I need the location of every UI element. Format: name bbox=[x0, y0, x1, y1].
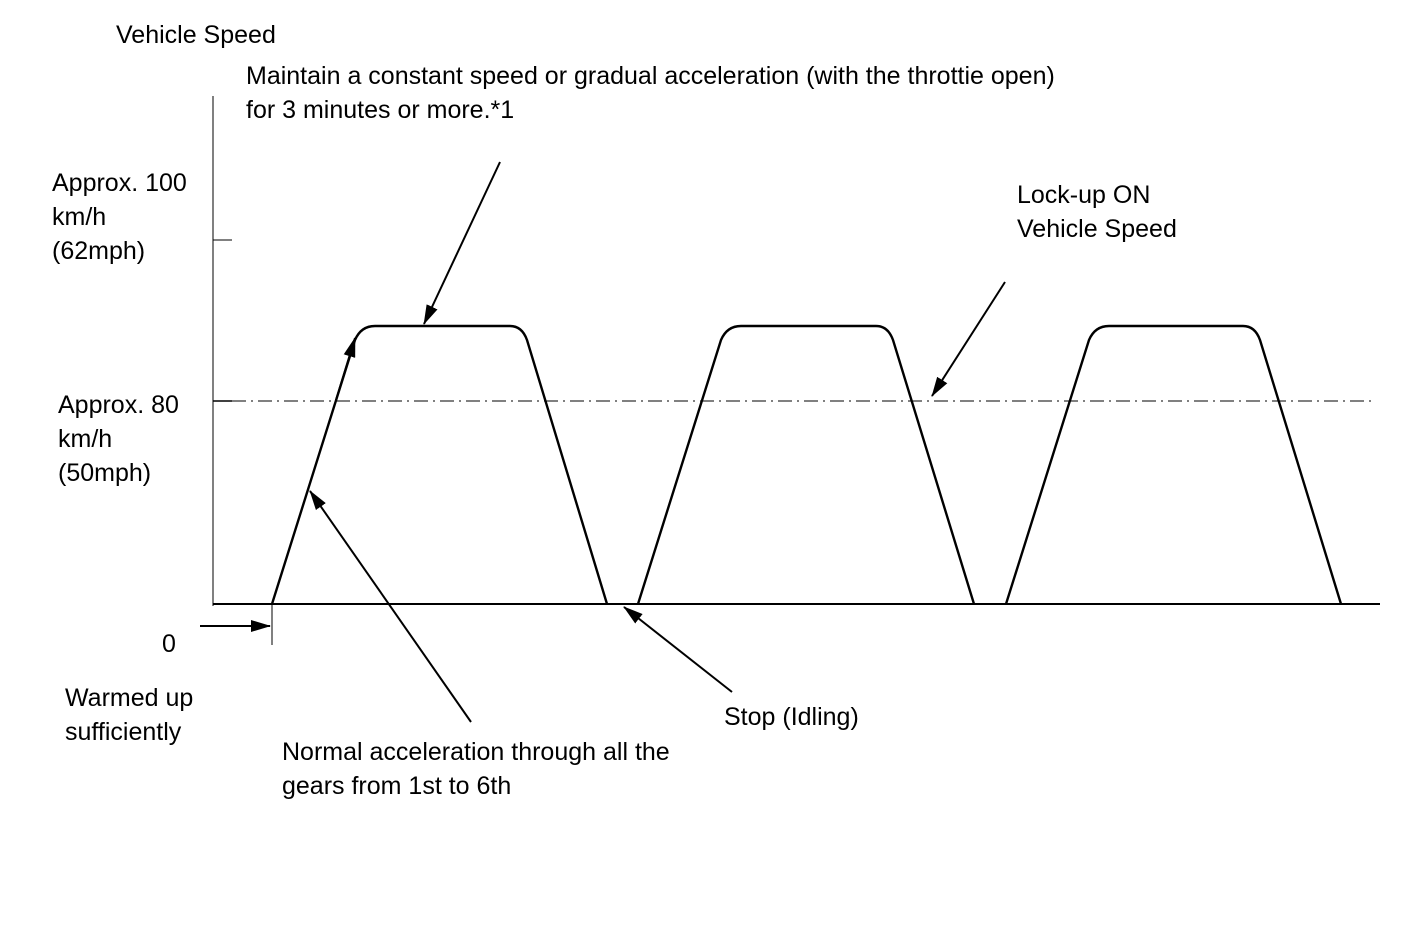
cruise-annotation-line-2: for 3 minutes or more.*1 bbox=[246, 96, 515, 124]
cruise-annotation-line-1: Maintain a constant speed or gradual acc… bbox=[246, 62, 1055, 90]
y-axis-title: Vehicle Speed bbox=[116, 21, 276, 49]
warmed-up-label: Warmed up sufficiently bbox=[65, 684, 194, 746]
y-label-0: 0 bbox=[162, 630, 176, 658]
acceleration-arrow-upper bbox=[335, 337, 356, 401]
cruise-arrow bbox=[423, 161, 501, 325]
y-label-100: Approx. 100 km/h (62mph) bbox=[52, 169, 187, 265]
y-label-80: Approx. 80 km/h (50mph) bbox=[58, 391, 179, 487]
lockup-arrow bbox=[931, 281, 1006, 397]
lockup-label: Lock-up ON Vehicle Speed bbox=[1017, 181, 1177, 243]
speed-cycle-2 bbox=[636, 324, 976, 605]
speed-cycle-1 bbox=[270, 324, 609, 605]
speed-cycle-3 bbox=[1004, 324, 1343, 605]
stop-arrow bbox=[623, 606, 733, 693]
normal-acceleration-label: Normal acceleration through all the gear… bbox=[282, 738, 670, 800]
acceleration-arrow-lower bbox=[309, 490, 472, 723]
stop-label: Stop (Idling) bbox=[724, 703, 859, 731]
cruise-annotation: Maintain a constant speed or gradual acc… bbox=[246, 59, 1055, 127]
